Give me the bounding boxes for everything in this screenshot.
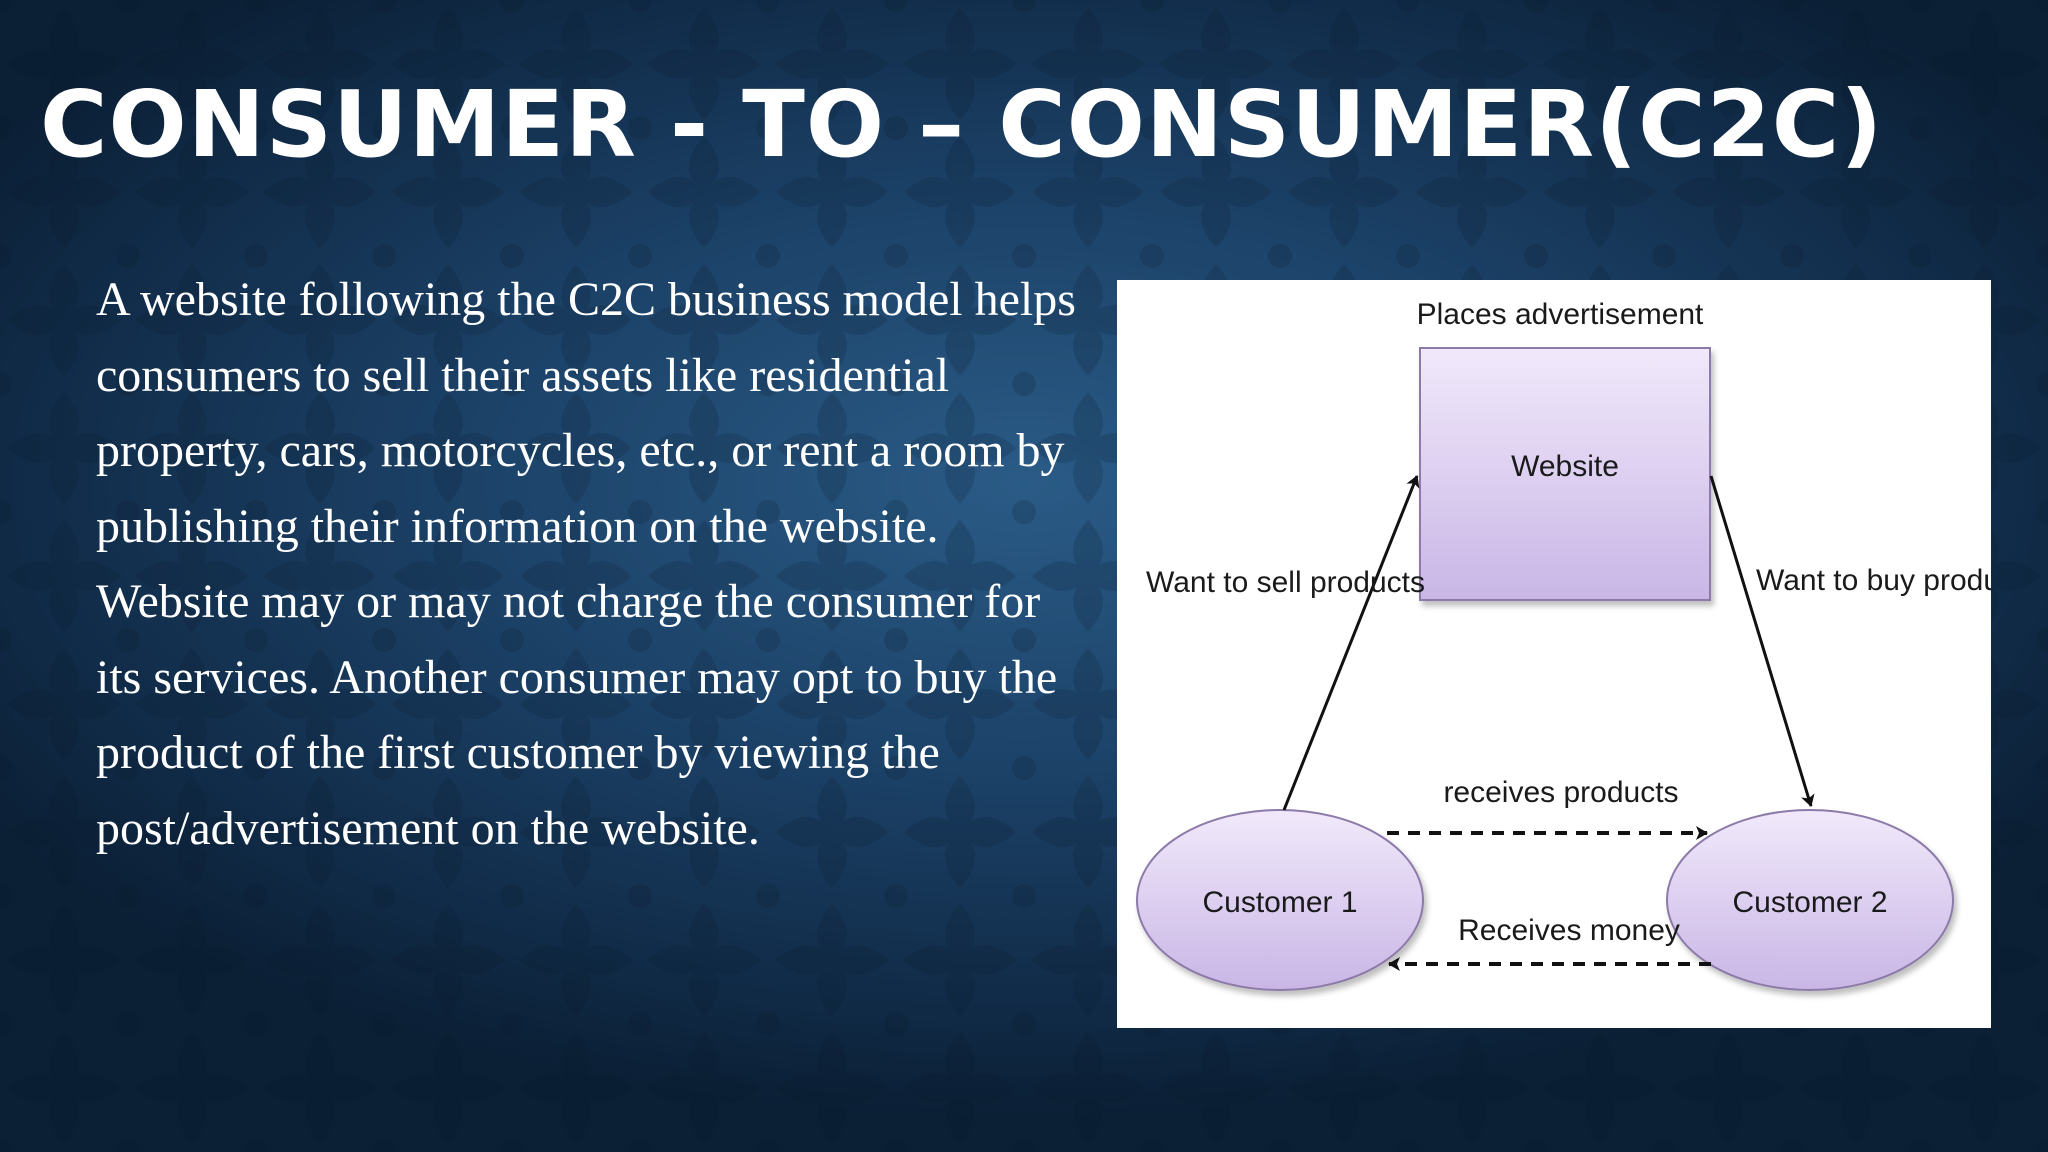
receives-products-label: receives products xyxy=(1443,776,1678,809)
want-to-sell-label: Want to sell products xyxy=(1146,566,1425,599)
customer2-node-label: Customer 2 xyxy=(1732,886,1887,919)
places-advertisement-label: Places advertisement xyxy=(1417,298,1704,331)
customer2-node xyxy=(1666,809,1954,991)
customer1-node-label: Customer 1 xyxy=(1202,886,1357,919)
want-to-buy-arrow xyxy=(1709,475,1815,807)
want-to-sell-arrow xyxy=(1282,475,1420,811)
slide-title: CONSUMER - TO – CONSUMER(C2C) xyxy=(40,71,1884,178)
want-to-buy-label: Want to buy products xyxy=(1756,564,1991,597)
c2c-diagram: Website Customer 1 Customer 2 Places adv… xyxy=(1136,298,1991,991)
c2c-diagram-panel: Website Customer 1 Customer 2 Places adv… xyxy=(1117,280,1991,1028)
customer1-node xyxy=(1136,809,1424,991)
slide-body-text: A website following the C2C business mod… xyxy=(96,273,1076,855)
website-node xyxy=(1419,347,1711,601)
website-node-label: Website xyxy=(1511,450,1619,483)
receives-money-label: Receives money xyxy=(1458,914,1680,947)
